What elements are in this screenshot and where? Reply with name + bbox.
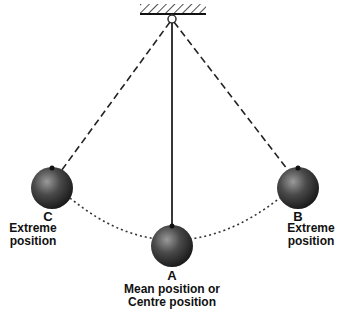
bob-left [31, 167, 73, 209]
bob-hook [296, 166, 301, 171]
position-label: Extreme position [280, 222, 342, 248]
position-label: Mean position or Centre position [123, 283, 221, 309]
position-label: Extreme position [2, 222, 64, 248]
bob-hook [170, 224, 175, 229]
bob-right [277, 167, 319, 209]
bob-hook [50, 166, 55, 171]
position-letter: A [162, 269, 182, 282]
ceiling-hatch [140, 4, 206, 14]
string-left [56, 22, 170, 178]
bob-center [151, 225, 193, 267]
string-center [171, 23, 173, 226]
string-right [174, 22, 294, 178]
